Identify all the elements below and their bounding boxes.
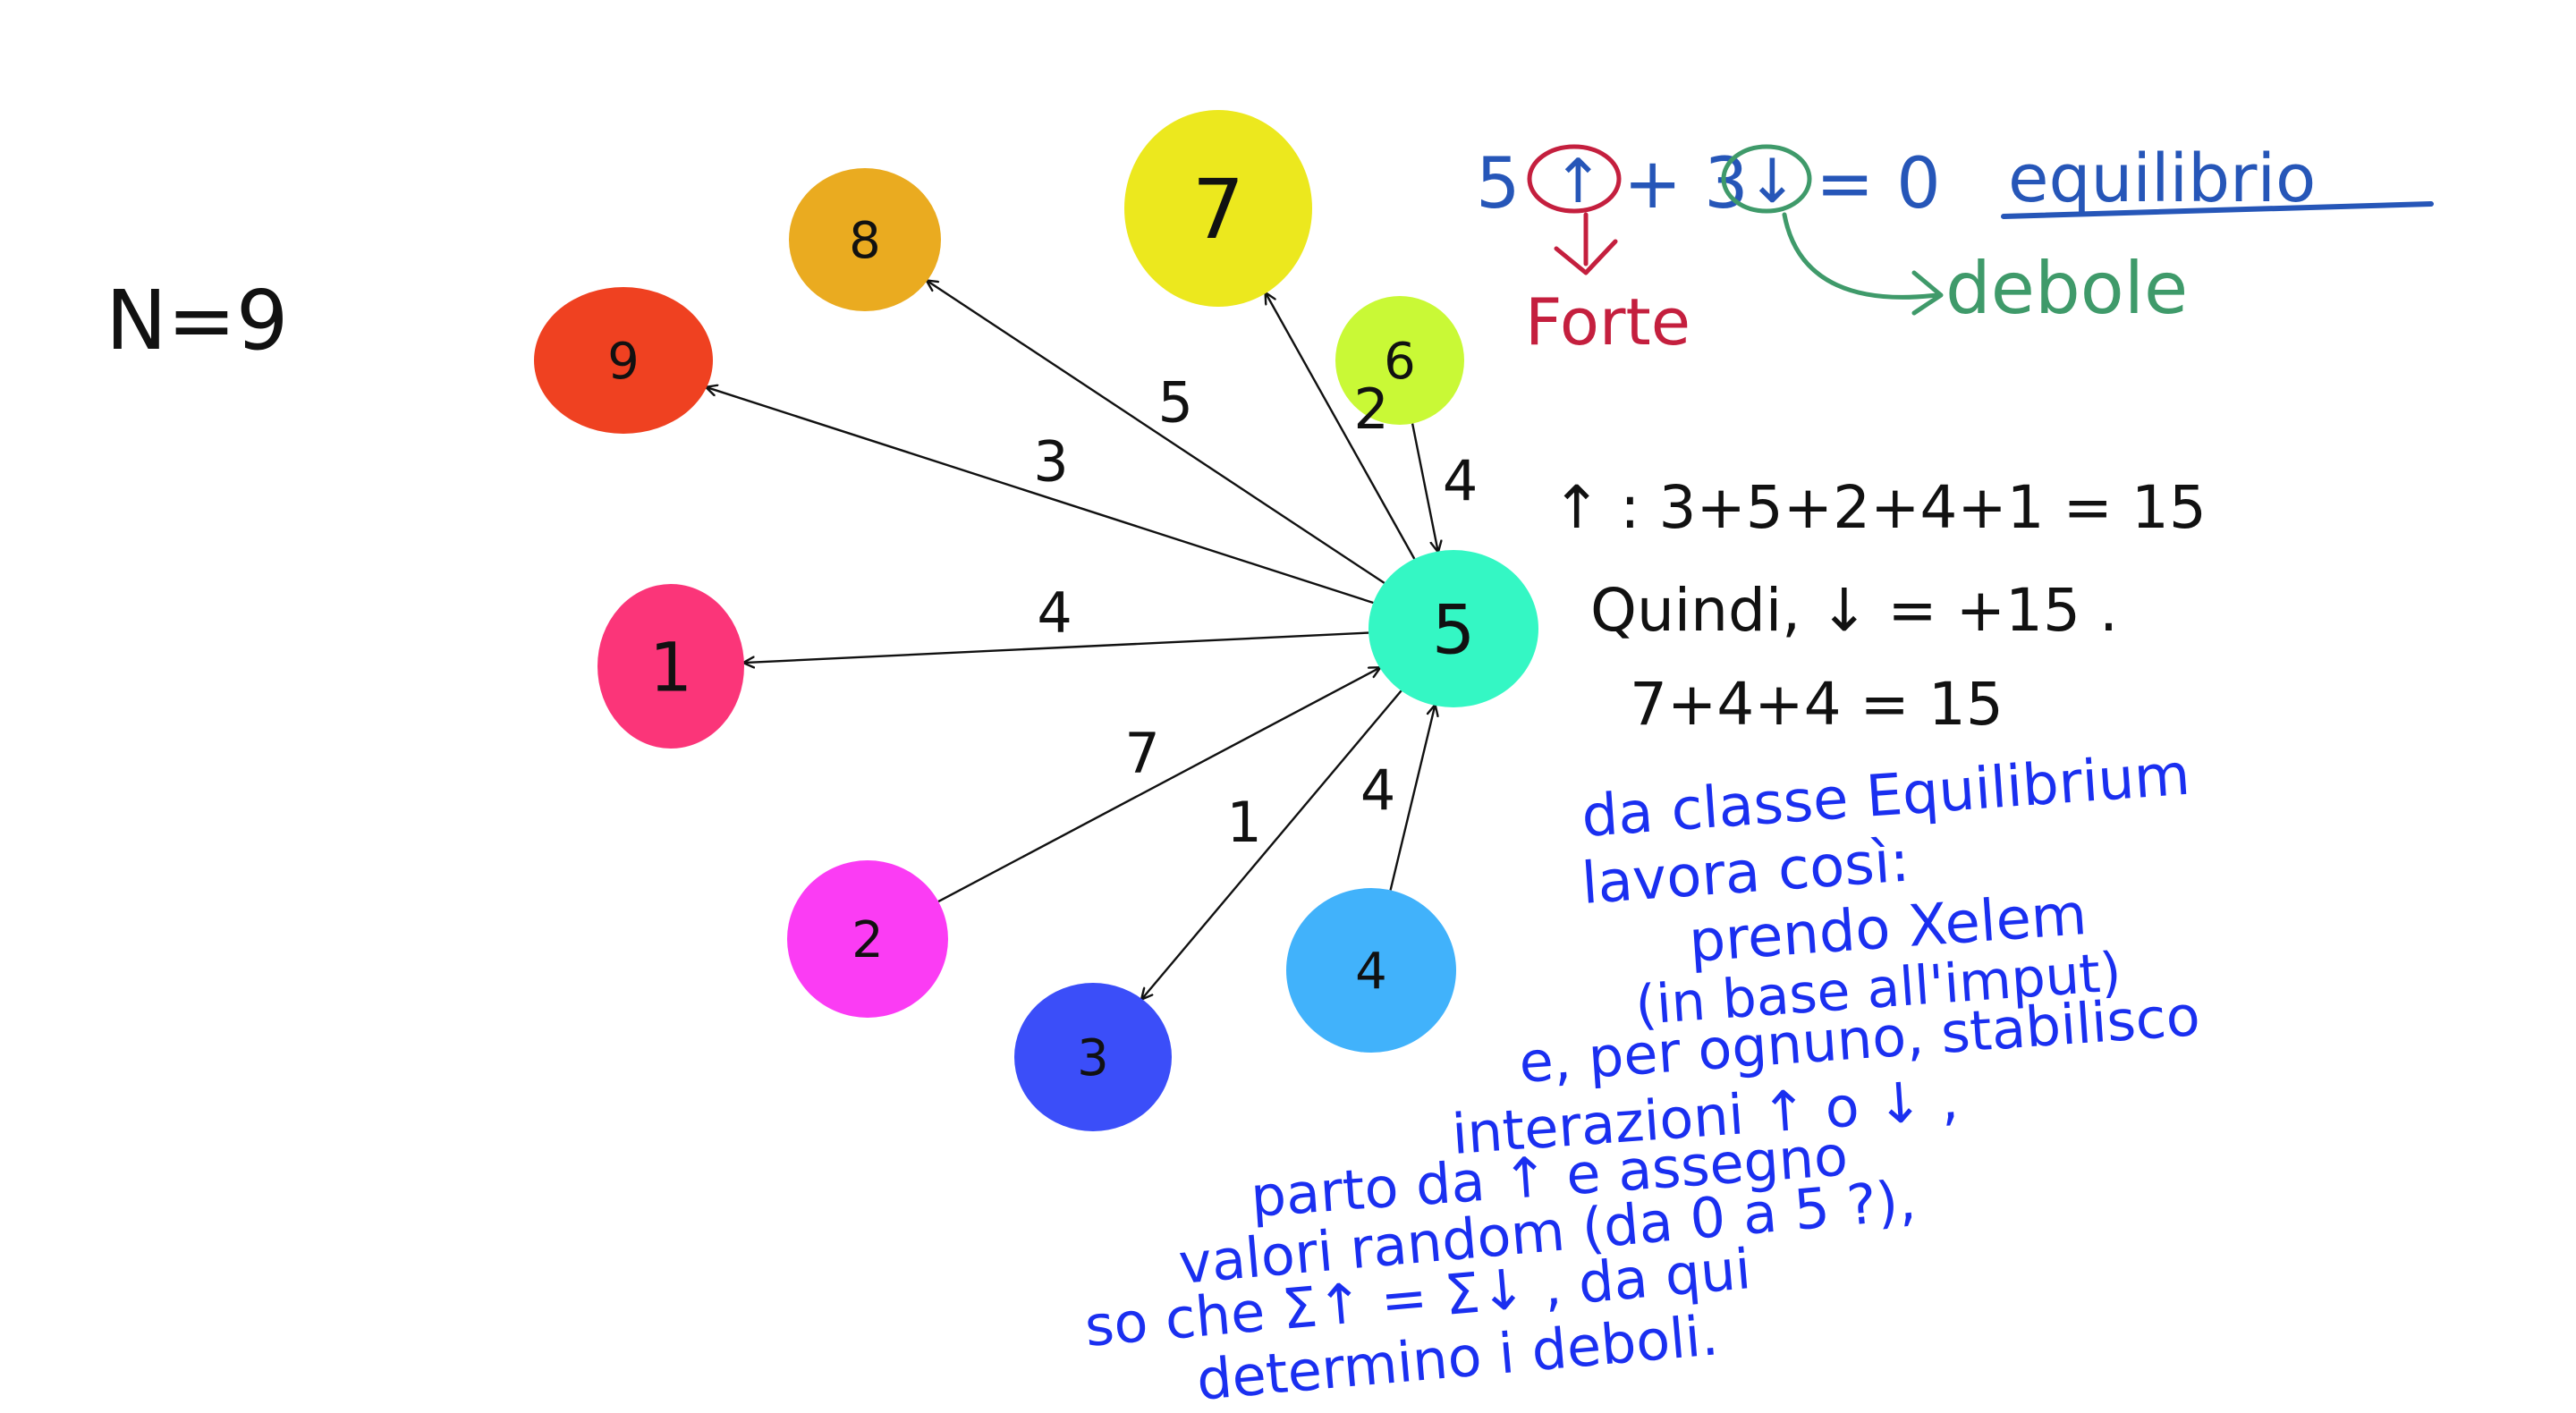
edge-5-to-8 [928,281,1385,584]
node-3: 3 [1014,983,1172,1131]
node-circle-3 [1014,983,1172,1131]
down-arrow-label: ↓ [1747,147,1798,217]
node-label-7: 7 [1192,162,1245,258]
strong-circle [1527,144,1622,214]
edge-5-to-3 [1142,690,1402,999]
edge-4-to-5 [1389,706,1436,891]
edge-weight-6-5: 4 [1443,448,1478,513]
equation-right: = 0 [1816,144,1941,224]
node-label-4: 4 [1355,943,1387,1001]
up-arrow-label: ↑ [1553,147,1604,217]
node-label-2: 2 [852,911,884,969]
node-label-5: 5 [1432,589,1475,669]
weak-circle [1721,144,1812,214]
sums: ↑ : 3+5+2+4+1 = 15 Quindi, ↓ = +15 . 7+4… [1552,473,2207,739]
edge-6-to-5 [1411,423,1438,552]
node-8: 8 [789,168,941,311]
edge-5-to-9 [707,387,1374,605]
equation-mid: + 3 [1623,144,1749,224]
forte-label: Forte [1525,284,1690,360]
node-circle-2 [787,860,948,1018]
edge-weight-4-5: 4 [1360,757,1395,823]
edge-2-to-5 [937,668,1379,903]
edge-weight-5-7: 2 [1353,377,1388,442]
node-circle-1 [597,584,744,749]
sum-up-line: ↑ : 3+5+2+4+1 = 15 [1552,473,2207,542]
node-label-1: 1 [649,627,692,706]
n-label: N=9 [106,273,288,368]
debole-pointer [1782,212,1944,316]
edge-weight-5-3: 1 [1226,790,1261,855]
node-1: 1 [597,584,744,749]
node-label-9: 9 [607,333,640,391]
node-4: 4 [1286,888,1456,1053]
forte-pointer [1554,212,1618,275]
node-circle-5 [1368,550,1538,707]
edge-weight-5-9: 3 [1033,428,1068,494]
edges [707,281,1438,999]
sum-down-line: Quindi, ↓ = +15 . [1590,576,2118,645]
edge-5-to-1 [744,631,1369,664]
node-circle-9 [534,287,713,434]
node-label-3: 3 [1077,1029,1109,1087]
sum-check-line: 7+4+4 = 15 [1630,670,2004,739]
node-2: 2 [787,860,948,1018]
node-circle-7 [1124,110,1312,307]
edge-weight-5-8: 5 [1157,370,1192,436]
node-label-8: 8 [849,212,881,270]
nodes: 1 2 3 4 5 6 7 8 9 [534,110,1538,1131]
node-6: 6 [1335,296,1464,425]
node-circle-6 [1335,296,1464,425]
node-9: 9 [534,287,713,434]
blue-notes: da classe Equilibrium lavora così: prend… [1082,742,2202,1413]
node-circle-8 [789,168,941,311]
equilibrio-label: equilibrio [2008,140,2316,217]
edge-5-to-7 [1266,293,1416,560]
edge-weight-2-5: 7 [1124,721,1159,786]
equilibrio-underline [2001,201,2434,219]
debole-label: debole [1945,247,2188,330]
node-5: 5 [1368,550,1538,707]
edge-weight-5-1: 4 [1037,580,1072,645]
equilibrium-legend: 5 ↑ + 3 ↓ = 0 equilibrio Forte debole [1476,140,2434,360]
node-label-6: 6 [1384,333,1416,391]
node-7: 7 [1124,110,1312,307]
node-circle-4 [1286,888,1456,1053]
equation-left: 5 [1476,144,1521,224]
